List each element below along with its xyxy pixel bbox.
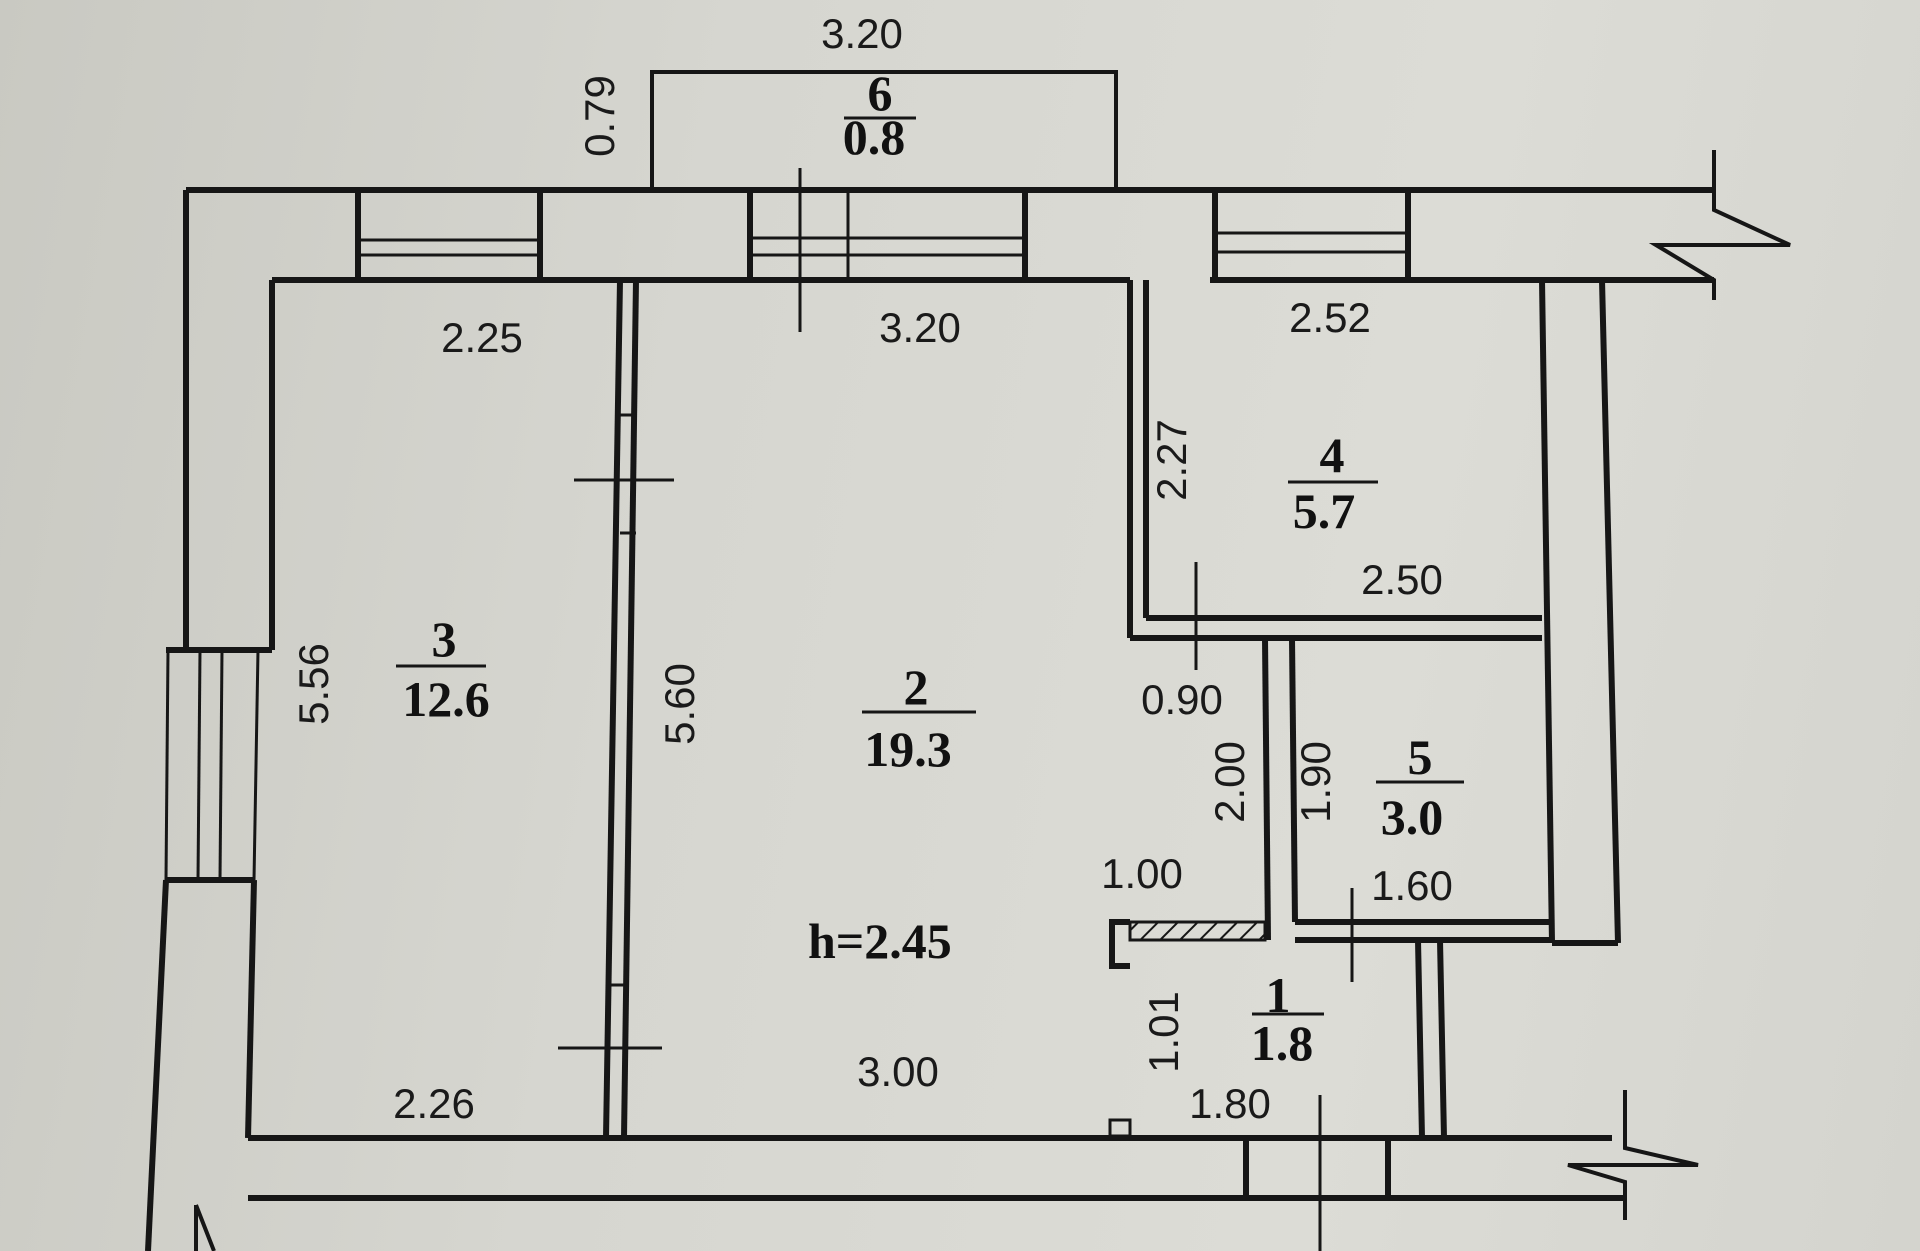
right-exterior-wall xyxy=(1539,279,1621,946)
room-3-number: 3 xyxy=(432,611,457,667)
top-window-right xyxy=(1215,231,1408,254)
dim-balcony-width: 3.20 xyxy=(821,10,903,57)
dim-room2-bottom: 3.00 xyxy=(857,1048,939,1095)
room-5-label: 5 3.0 xyxy=(1376,729,1464,845)
room-6-area: 0.8 xyxy=(843,109,906,165)
dim-room2-side: 5.60 xyxy=(656,663,703,745)
partition-room3-room2 xyxy=(558,279,674,1139)
dim-room4-bottom: 2.50 xyxy=(1361,556,1443,603)
room-3-area: 12.6 xyxy=(402,671,490,727)
dim-room1-side: 1.01 xyxy=(1140,991,1187,1073)
dim-room4-side: 2.27 xyxy=(1148,419,1195,501)
left-exterior-wall xyxy=(145,190,275,1251)
top-right-break-line xyxy=(1602,150,1791,300)
balcony-outline xyxy=(650,70,1118,190)
dim-room3-side: 5.56 xyxy=(290,643,337,725)
top-window-middle xyxy=(750,168,1025,332)
dim-balcony-depth: 0.79 xyxy=(576,75,623,157)
room-2-label: 2 19.3 xyxy=(862,659,976,777)
room-1-label: 1 1.8 xyxy=(1251,967,1324,1071)
room-6-number: 6 xyxy=(868,65,893,121)
room-5-area: 3.0 xyxy=(1381,789,1444,845)
dim-room3-top: 2.25 xyxy=(441,314,523,361)
bottom-wall xyxy=(248,1095,1625,1251)
left-window xyxy=(164,649,260,881)
dim-room4-top: 2.52 xyxy=(1289,294,1371,341)
room-4-label: 4 5.7 xyxy=(1288,427,1378,539)
room-2-area: 19.3 xyxy=(864,721,952,777)
top-exterior-wall xyxy=(186,187,1714,283)
dim-room3-bottom: 2.26 xyxy=(393,1080,475,1127)
room4-walls xyxy=(1127,280,1542,670)
dim-room1-bottom: 1.80 xyxy=(1189,1080,1271,1127)
dim-room5-bottom: 1.60 xyxy=(1371,862,1453,909)
room-3-label: 3 12.6 xyxy=(396,611,490,727)
top-window-left xyxy=(358,238,540,257)
room-4-number: 4 xyxy=(1320,427,1345,483)
bottom-right-break-line xyxy=(1567,1090,1699,1220)
room-6-label: 6 0.8 xyxy=(843,65,916,165)
room5-walls xyxy=(1262,637,1552,982)
entrance-walls xyxy=(1415,939,1447,1139)
bottom-left-break-line xyxy=(194,1204,216,1251)
ceiling-height-label: h=2.45 xyxy=(808,913,952,969)
dim-corridor-gap: 0.90 xyxy=(1141,676,1223,723)
dim-room2-top: 3.20 xyxy=(879,304,961,351)
dim-room5-side-inner: 1.90 xyxy=(1292,741,1339,823)
room-2-number: 2 xyxy=(904,659,929,715)
room-1-area: 1.8 xyxy=(1251,1015,1314,1071)
dim-room5-side-outer: 2.00 xyxy=(1206,741,1253,823)
room-5-number: 5 xyxy=(1408,729,1433,785)
room-4-area: 5.7 xyxy=(1293,483,1356,539)
dim-corridor-opening: 1.00 xyxy=(1101,850,1183,897)
corridor-stub-wall xyxy=(1109,919,1267,969)
